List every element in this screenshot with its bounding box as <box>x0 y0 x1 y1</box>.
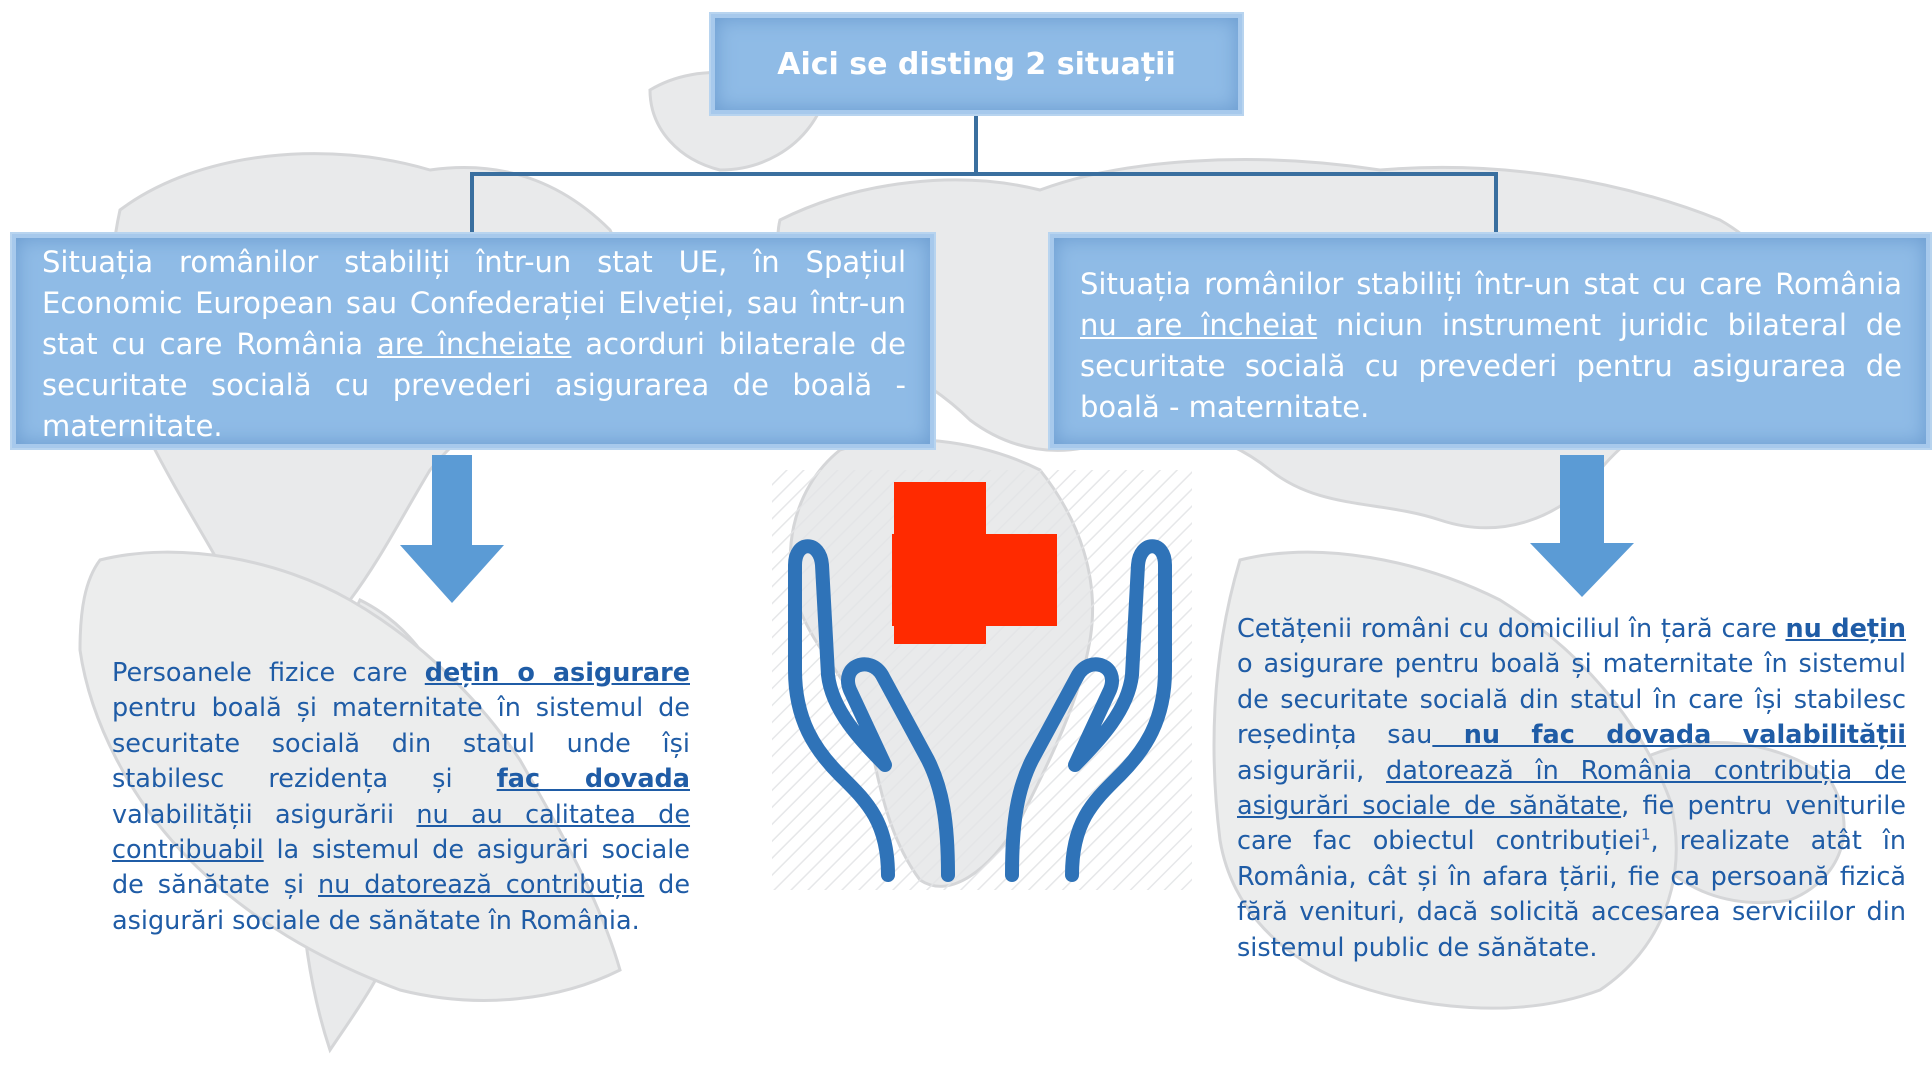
left-desc-text: pentru boală și maternitate în sistemul … <box>112 693 690 795</box>
left-situation-text-1: Situația românilor stabiliți într-un sta… <box>42 245 906 361</box>
down-arrow-icon <box>400 455 504 603</box>
left-desc-underline: nu au calitatea de contribuabil <box>112 799 691 866</box>
left-desc-text: la sistemul de asigurări sociale de sănă… <box>112 835 690 901</box>
left-desc-highlight: fac dovada <box>496 764 690 795</box>
right-desc-text: , fie pentru veniturile care fac obiectu… <box>1237 791 1906 857</box>
left-desc-underline: nu datorează contribuția <box>318 870 645 901</box>
right-description: Cetățenii români cu domiciliul în țară c… <box>1237 612 1906 966</box>
right-situation-text-3: niciun instrument juridic bilateral de s… <box>1080 308 1902 424</box>
right-desc-text: , realizate atât în România, cât și în a… <box>1237 826 1906 963</box>
down-arrow-icon <box>1530 455 1634 597</box>
right-situation-text-1: Situația românilor stabiliți într-un sta… <box>1080 267 1902 301</box>
right-situation-box: Situația românilor stabiliți într-un sta… <box>1048 232 1932 450</box>
caring-hands-icon <box>788 482 1172 882</box>
left-situation-box: Situația românilor stabiliți într-un sta… <box>10 232 936 450</box>
title-box: Aici se disting 2 situații <box>709 12 1244 116</box>
footnote-marker: 1 <box>1641 825 1651 844</box>
left-situation-text-3: acorduri bilaterale de securitate social… <box>42 327 906 443</box>
left-situation-highlight: are încheiate <box>377 327 572 361</box>
right-desc-text: asigurării, <box>1237 755 1387 786</box>
right-situation-highlight: nu are încheiat <box>1080 308 1318 342</box>
left-desc-text: valabilității asigurării <box>112 799 417 830</box>
medical-cross-icon <box>892 482 1057 644</box>
right-desc-highlight: nu dețin <box>1785 614 1906 644</box>
right-desc-text: Cetățenii români cu domiciliul în țară c… <box>1237 614 1786 644</box>
left-desc-text: de asigurări sociale de sănătate în Româ… <box>112 870 691 936</box>
left-desc-text: Persoanele fizice care <box>112 658 425 688</box>
left-desc-highlight: dețin o asigurare <box>424 658 690 688</box>
right-desc-underline: datorează în România contribuția de asig… <box>1237 755 1906 822</box>
right-desc-highlight: nu fac dovada valabilității <box>1432 720 1907 751</box>
right-desc-text: o asigurare pentru boală și maternitate … <box>1237 649 1906 751</box>
left-description: Persoanele fizice care dețin o asigurare… <box>112 656 690 939</box>
title-text: Aici se disting 2 situații <box>777 46 1176 82</box>
